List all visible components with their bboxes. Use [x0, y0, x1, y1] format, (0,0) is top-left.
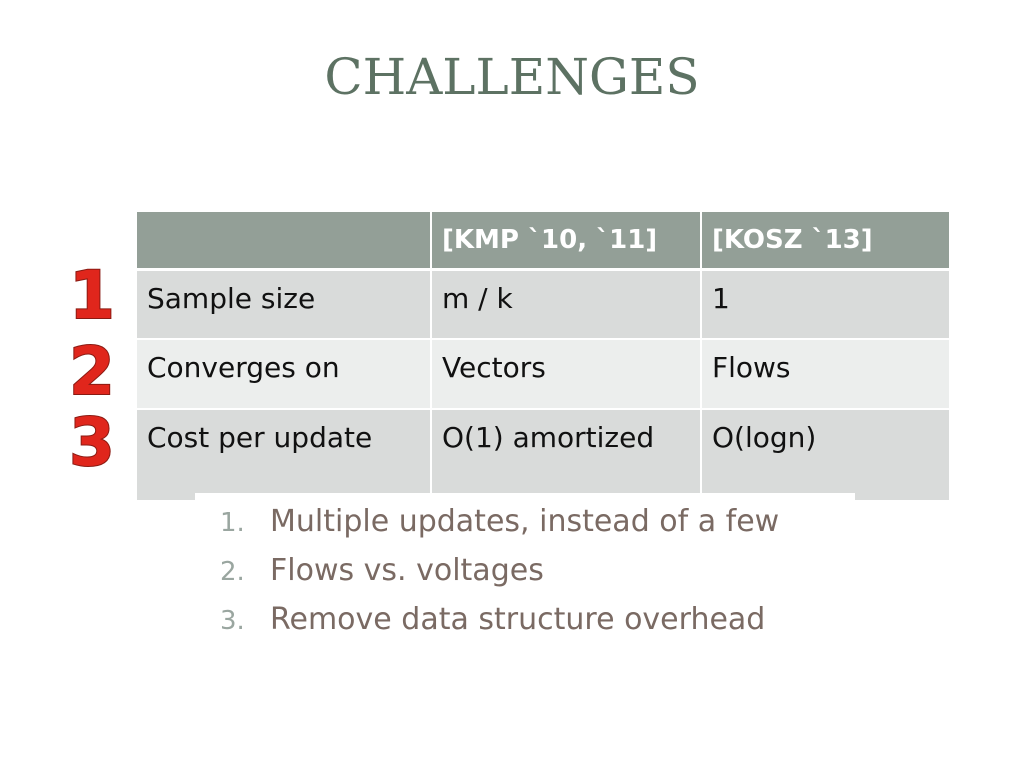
header-cell-kosz: [KOSZ `13]	[702, 212, 949, 271]
list-item-text: Multiple updates, instead of a few	[270, 504, 780, 539]
comparison-table: [KMP `10, `11] [KOSZ `13] Sample size m …	[137, 212, 949, 502]
cell-kosz-sample-size: 1	[702, 271, 949, 340]
slide-title: CHALLENGES	[324, 48, 700, 106]
list-item: 3. Remove data structure overhead	[220, 598, 920, 647]
challenges-list: 1. Multiple updates, instead of a few 2. F…	[220, 500, 920, 647]
comparison-table-wrap: [KMP `10, `11] [KOSZ `13] Sample size m …	[137, 212, 949, 502]
cell-kosz-converges-on: Flows	[702, 340, 949, 410]
cell-kmp-sample-size: m / k	[432, 271, 702, 340]
number-badge-3: 3	[66, 403, 118, 482]
cell-kmp-cost-per-update: O(1) amortized	[432, 410, 702, 502]
header-cell-kmp: [KMP `10, `11]	[432, 212, 702, 271]
badge-1-glyph: 1	[69, 257, 115, 334]
table-overlap-cover	[195, 493, 855, 505]
row-label-sample-size: Sample size	[137, 271, 432, 340]
badge-3-glyph: 3	[69, 404, 115, 481]
table-row: Sample size m / k 1	[137, 271, 949, 340]
list-number: 1.	[220, 508, 245, 538]
number-1-icon: 1	[68, 256, 116, 335]
table-row: Converges on Vectors Flows	[137, 340, 949, 410]
table-header-row: [KMP `10, `11] [KOSZ `13]	[137, 212, 949, 271]
table-row: Cost per update O(1) amortized O(logn)	[137, 410, 949, 502]
cell-kmp-converges-on: Vectors	[432, 340, 702, 410]
number-badge-2: 2	[66, 332, 118, 411]
list-item-text: Flows vs. voltages	[270, 553, 544, 588]
badge-2-glyph: 2	[69, 333, 115, 410]
number-badge-1: 1	[66, 256, 118, 335]
list-number: 3.	[220, 606, 245, 636]
list-item: 2. Flows vs. voltages	[220, 549, 920, 598]
cell-kosz-cost-per-update: O(logn)	[702, 410, 949, 502]
number-3-icon: 3	[68, 403, 116, 482]
row-label-converges-on: Converges on	[137, 340, 432, 410]
list-item: 1. Multiple updates, instead of a few	[220, 500, 920, 549]
number-2-icon: 2	[68, 332, 116, 411]
list-number: 2.	[220, 557, 245, 587]
list-item-text: Remove data structure overhead	[270, 602, 766, 637]
row-label-cost-per-update: Cost per update	[137, 410, 432, 502]
header-cell-empty	[137, 212, 432, 271]
